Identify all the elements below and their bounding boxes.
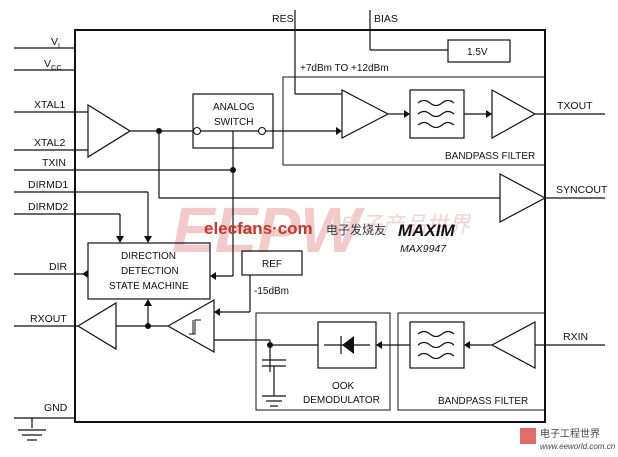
ground-symbol <box>18 429 46 441</box>
bias-voltage-box <box>447 39 511 63</box>
pin-dirmd1: DIRMD1 <box>28 179 68 191</box>
pin-res: RES <box>272 13 294 25</box>
pin-vl: VL <box>51 36 62 50</box>
ref-level-label: -15dBm <box>254 286 289 297</box>
watermark-site: elecfans·com <box>204 219 313 238</box>
tx-output-amplifier <box>491 88 537 140</box>
direction-label-3: STATE MACHINE <box>109 281 189 292</box>
ref-box <box>241 250 303 276</box>
rx-bandpass-label: BANDPASS FILTER <box>438 396 528 407</box>
watermark-cn2: 电子产品世界 <box>338 212 472 237</box>
top-pins: RES BIAS <box>272 10 448 98</box>
footer-url: www.eeworld.com.cn <box>540 442 616 451</box>
pin-rxout: RXOUT <box>30 313 67 325</box>
ook-region <box>255 312 391 411</box>
direction-label-1: DIRECTION <box>121 251 176 262</box>
pin-bias: BIAS <box>374 13 398 25</box>
chip-part: MAX9947 <box>400 243 447 255</box>
hysteresis-icon <box>189 319 201 335</box>
chip-brand: MAXIM <box>398 221 456 240</box>
pin-txin: TXIN <box>42 157 66 169</box>
left-pin-lines <box>14 47 233 428</box>
watermark: EEPW 电子产品世界 <box>172 194 472 266</box>
analog-switch-label-1: ANALOG <box>213 102 255 113</box>
pin-txout: TXOUT <box>557 100 593 112</box>
pin-gnd: GND <box>44 402 68 414</box>
footer-cn: 电子工程世界 <box>540 427 600 440</box>
tx-level-label: +7dBm TO +12dBm <box>300 63 389 74</box>
ref-label: REF <box>262 259 282 270</box>
diode-icon <box>324 336 370 354</box>
bias-voltage-label: 1.5V <box>467 47 488 58</box>
pin-rxin: RXIN <box>563 331 588 343</box>
syncout-amplifier <box>499 173 547 223</box>
pin-xtal1: XTAL1 <box>34 99 65 111</box>
rx-input-amplifier <box>490 320 536 370</box>
tx-bandpass-region <box>282 76 546 166</box>
comparator-schmitt <box>166 298 215 354</box>
watermark-eepw: EEPW <box>172 194 365 266</box>
tx-bandpass-label: BANDPASS FILTER <box>445 151 535 162</box>
capacitor-symbol <box>262 359 286 407</box>
rx-bandpass-region <box>397 312 546 411</box>
rx-filter-icon <box>417 330 455 360</box>
pin-vcc: VCC <box>44 58 62 72</box>
tx-driver-amplifier <box>341 89 390 139</box>
left-pin-labels: VL VCC XTAL1 XTAL2 TXIN DIRMD1 DIRMD2 DI… <box>28 36 68 414</box>
analog-switch-label-2: SWITCH <box>214 117 253 128</box>
pin-xtal2: XTAL2 <box>34 137 65 149</box>
pin-syncout: SYNCOUT <box>556 184 608 196</box>
tx-filter-icon <box>417 99 455 129</box>
direction-label-2: DETECTION <box>121 266 179 277</box>
xtal-amplifier <box>87 103 132 159</box>
chip-outline <box>74 29 546 423</box>
pin-dir: DIR <box>49 261 68 273</box>
footer-watermark: 电子工程世界 www.eeworld.com.cn <box>520 427 616 451</box>
ook-label-1: OOK <box>332 381 355 392</box>
watermark-cn1: 电子发烧友 <box>326 222 386 237</box>
rxout-amplifier <box>76 301 117 351</box>
footer-logo-icon <box>520 428 536 444</box>
ook-label-2: DEMODULATOR <box>303 395 380 406</box>
pin-dirmd2: DIRMD2 <box>28 201 68 213</box>
